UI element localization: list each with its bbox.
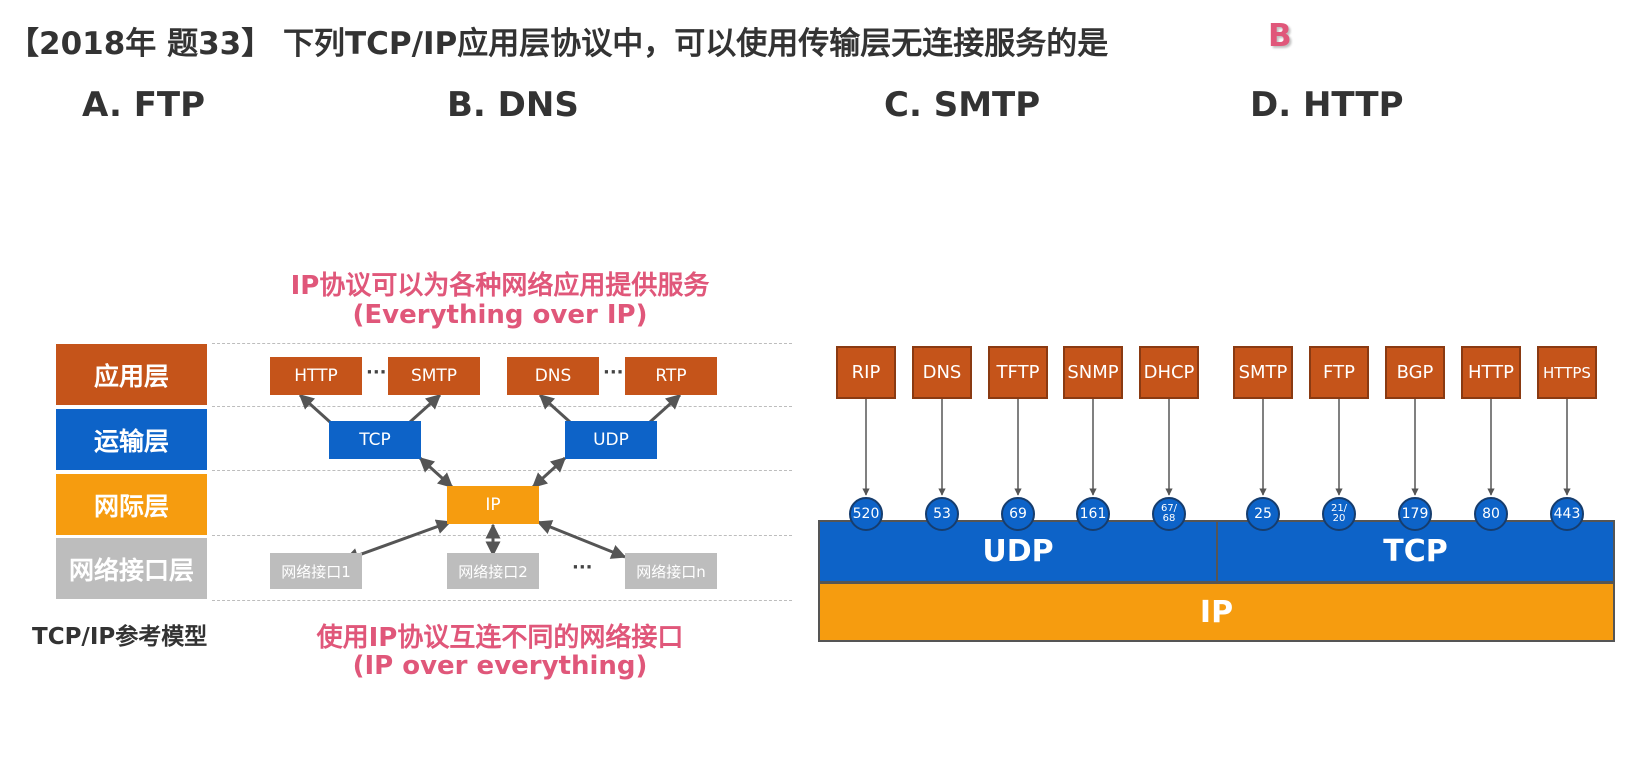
port-67-68: 67/ 68 [1152,497,1186,531]
stack-protocol-bgp: BGP [1385,346,1445,399]
stack-protocol-dns: DNS [912,346,972,399]
option-c: C. SMTP [884,85,1041,125]
app-protocol-smtp: SMTP [388,357,480,395]
port-443: 443 [1550,497,1584,531]
port-161: 161 [1076,497,1110,531]
divider [212,600,792,601]
network-ip: IP [447,486,539,524]
model-caption: TCP/IP参考模型 [32,624,208,650]
app-protocol-rtp: RTP [625,357,717,395]
layer-application: 应用层 [56,344,207,405]
stack-protocol-snmp: SNMP [1063,346,1123,399]
port-179: 179 [1398,497,1432,531]
port-80: 80 [1474,497,1508,531]
stack-protocol-smtp: SMTP [1233,346,1293,399]
layer-transport: 运输层 [56,409,207,470]
layer-internet: 网际层 [56,474,207,535]
stack-protocol-tftp: TFTP [988,346,1048,399]
layer-network-interface: 网络接口层 [56,538,207,599]
ip-bar: IP [818,582,1615,642]
ellipsis: ··· [366,362,387,383]
port-520: 520 [849,497,883,531]
bottom-note-line1: 使用IP协议互连不同的网络接口 [316,623,684,653]
app-protocol-dns: DNS [507,357,599,395]
ellipsis: ··· [572,557,593,578]
divider [212,470,792,471]
divider [212,343,792,344]
top-note-line2: (Everything over IP) [352,300,648,330]
port-53: 53 [925,497,959,531]
transport-tcp: TCP [329,421,421,459]
interface-1: 网络接口1 [270,553,362,589]
divider [212,535,792,536]
interface-2: 网络接口2 [447,553,539,589]
bottom-note-line2: (IP over everything) [352,651,648,681]
ellipsis: ··· [603,362,624,383]
answer-mark: B [1268,18,1292,54]
port-69: 69 [1001,497,1035,531]
stack-protocol-dhcp: DHCP [1139,346,1199,399]
interface-n: 网络接口n [625,553,717,589]
top-note-line1: IP协议可以为各种网络应用提供服务 [290,271,710,301]
option-d: D. HTTP [1250,85,1404,125]
stack-protocol-rip: RIP [836,346,896,399]
divider [212,406,792,407]
option-b: B. DNS [447,85,579,125]
question-text: 【2018年 题33】 下列TCP/IP应用层协议中，可以使用传输层无连接服务的… [8,26,1109,62]
stack-protocol-http: HTTP [1461,346,1521,399]
option-a: A. FTP [82,85,206,125]
stack-protocol-https: HTTPS [1537,346,1597,399]
port-21-20: 21/ 20 [1322,497,1356,531]
port-25: 25 [1246,497,1280,531]
app-protocol-http: HTTP [270,357,362,395]
transport-udp: UDP [565,421,657,459]
stack-protocol-ftp: FTP [1309,346,1369,399]
